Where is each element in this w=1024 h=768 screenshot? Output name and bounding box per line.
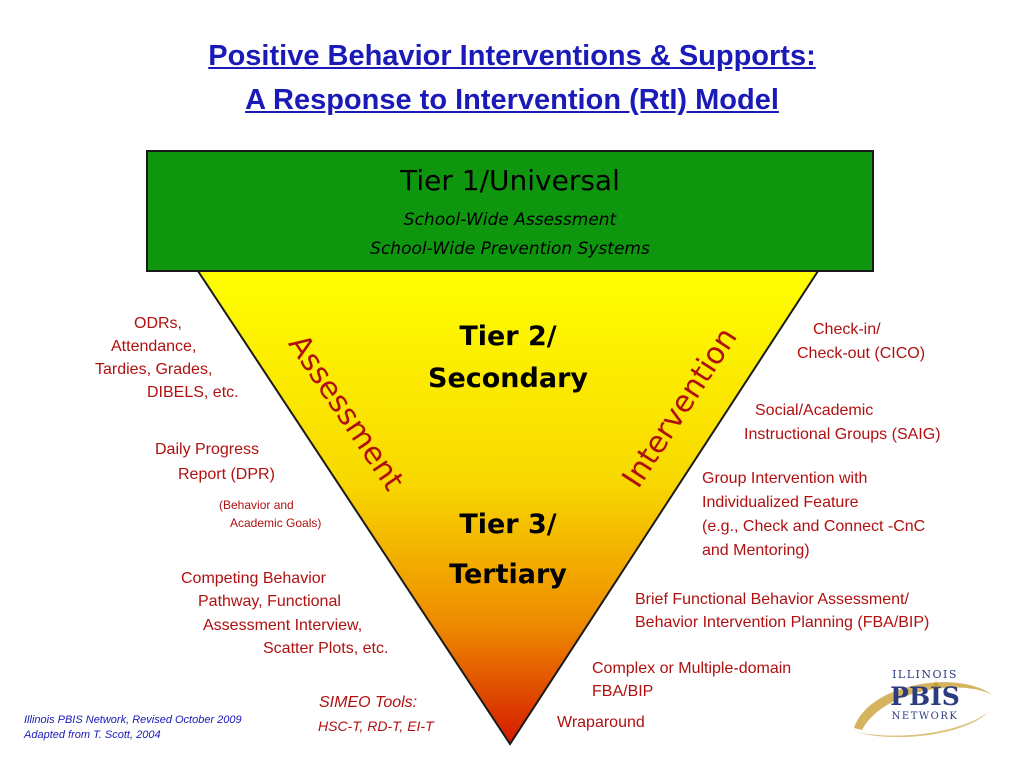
- page-title-line-2: A Response to Intervention (RtI) Model: [245, 84, 779, 116]
- intervention-group-line-3: (e.g., Check and Connect -CnC: [702, 518, 926, 535]
- assessment-dpr-note-line-2: Academic Goals): [230, 516, 322, 530]
- intervention-group-line-4: and Mentoring): [702, 542, 810, 559]
- logo-swoosh: [854, 682, 994, 730]
- tier3-label: Tier 3/ Tertiary: [398, 500, 618, 600]
- tier1-universal-box: [146, 150, 874, 272]
- assessment-odrs-line-3: Tardies, Grades,: [95, 361, 213, 378]
- tier1-title: Tier 1/Universal: [400, 164, 620, 197]
- intervention-group-line-1: Group Intervention with: [702, 470, 868, 487]
- tier2-label-line-1: Tier 2/: [459, 321, 557, 352]
- logo-star-icon: ★: [932, 680, 941, 691]
- assessment-simeo-line-1: SIMEO Tools:: [319, 694, 418, 711]
- assessment-competing-line-3: Assessment Interview,: [203, 617, 363, 634]
- assessment-dpr-note-line-1: (Behavior and: [219, 498, 294, 512]
- intervention-cico-line-2: Check-out (CICO): [797, 345, 926, 362]
- intervention-fba-line-1: Brief Functional Behavior Assessment/: [635, 591, 909, 608]
- logo-pbis-text: PBIS: [890, 682, 960, 711]
- intervention-wraparound: Wraparound: [557, 714, 645, 731]
- tier2-label-line-2: Secondary: [428, 363, 588, 394]
- assessment-simeo-line-2: HSC-T, RD-T, EI-T: [318, 718, 434, 734]
- illinois-pbis-network-logo: ILLINOIS PBIS ★ NETWORK: [854, 668, 994, 738]
- logo-illinois-text: ILLINOIS: [892, 668, 958, 681]
- intervention-saig-line-1: Social/Academic: [755, 402, 874, 419]
- tier3-label-line-2: Tertiary: [449, 559, 567, 590]
- intervention-group-line-2: Individualized Feature: [702, 494, 859, 511]
- assessment-odrs-line-2: Attendance,: [111, 338, 197, 355]
- assessment-dpr-line-2: Report (DPR): [178, 466, 275, 483]
- tier2-label: Tier 2/ Secondary: [398, 316, 618, 400]
- page-title-line-1: Positive Behavior Interventions & Suppor…: [208, 40, 816, 72]
- assessment-competing-line-2: Pathway, Functional: [198, 593, 341, 610]
- intervention-fba-line-2: Behavior Intervention Planning (FBA/BIP): [635, 614, 930, 631]
- assessment-competing-line-1: Competing Behavior: [181, 570, 326, 587]
- intervention-cico-line-1: Check-in/: [813, 321, 881, 338]
- assessment-dpr-line-1: Daily Progress: [155, 441, 260, 458]
- intervention-saig-line-2: Instructional Groups (SAIG): [744, 426, 941, 443]
- assessment-odrs-line-4: DIBELS, etc.: [147, 384, 239, 401]
- intervention-complex-line-2: FBA/BIP: [592, 683, 654, 700]
- footer-credit-line-2: Adapted from T. Scott, 2004: [24, 729, 161, 741]
- assessment-odrs-line-1: ODRs,: [134, 315, 182, 332]
- assessment-competing-line-4: Scatter Plots, etc.: [263, 640, 389, 657]
- tier1-subtitle-assessment: School-Wide Assessment: [403, 210, 617, 230]
- intervention-complex-line-1: Complex or Multiple-domain: [592, 660, 792, 677]
- footer-credit-line-1: Illinois PBIS Network, Revised October 2…: [24, 714, 242, 726]
- tier3-label-line-1: Tier 3/: [459, 509, 557, 540]
- logo-swoosh-lower: [856, 712, 988, 738]
- logo-network-text: NETWORK: [892, 711, 959, 722]
- tier1-subtitle-prevention: School-Wide Prevention Systems: [370, 239, 650, 259]
